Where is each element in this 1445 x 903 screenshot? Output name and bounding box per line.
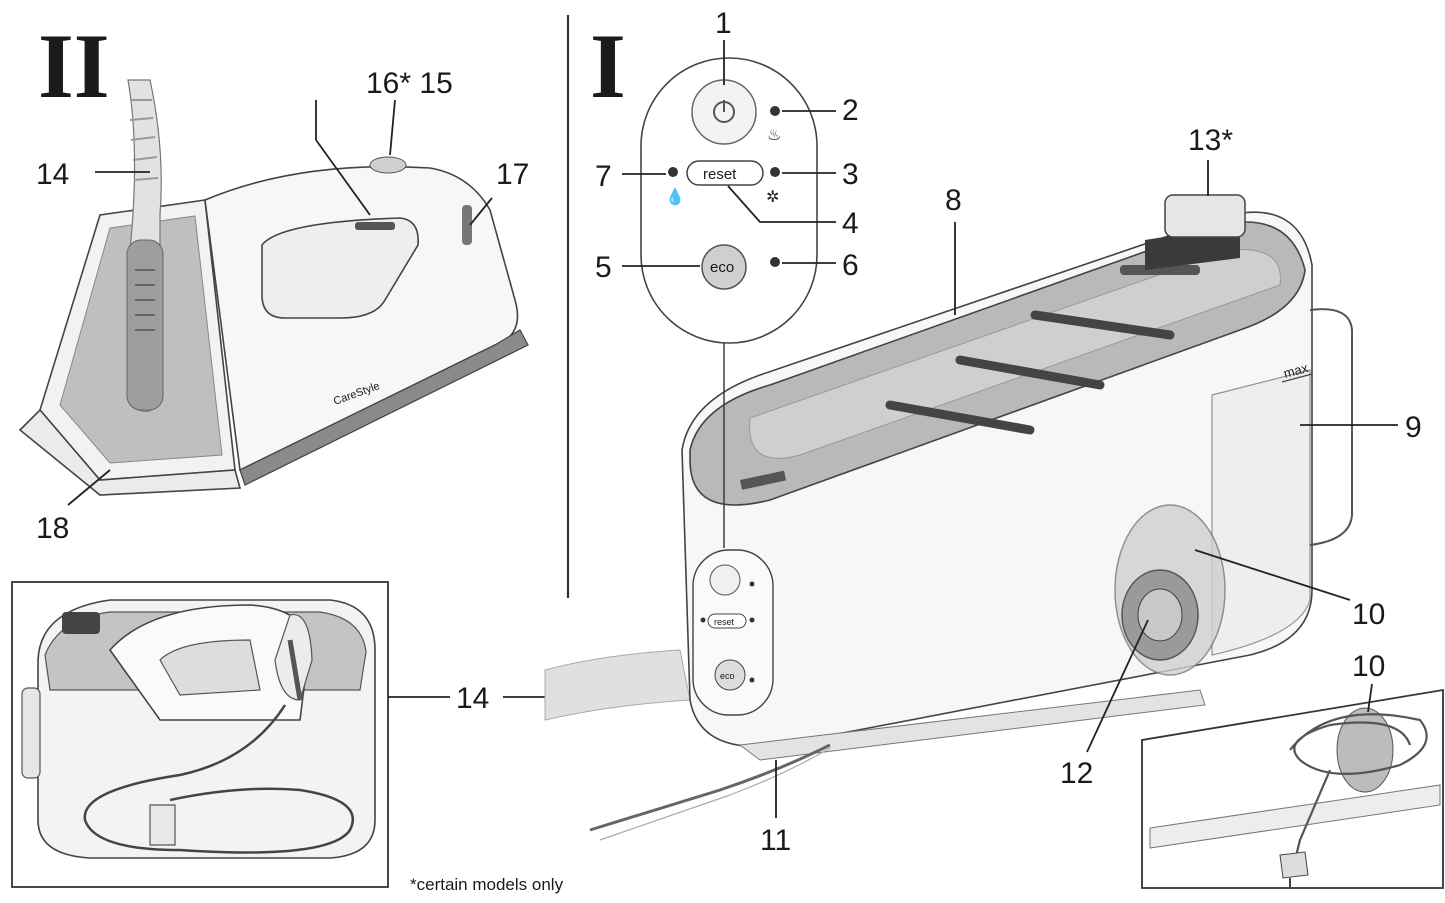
- callout-14-top: 14: [36, 158, 69, 191]
- callout-7: 7: [595, 160, 612, 193]
- callout-3: 3: [842, 158, 859, 191]
- control-panel-detail: reset eco ♨ 💧 ✲: [640, 57, 818, 548]
- inset-hose-coils: [287, 639, 303, 701]
- inset-iron-handle: [159, 639, 261, 696]
- iron-on-base-plate: CareStyle: [18, 79, 529, 496]
- section-numeral-ii: II: [38, 15, 110, 117]
- callout-9: 9: [1405, 411, 1422, 444]
- inset-plug: [1279, 851, 1309, 879]
- callout-17: 17: [496, 158, 529, 191]
- callout-14-bottom: 14: [456, 682, 489, 715]
- tank-max-line: [1281, 373, 1313, 383]
- mini-power-button: [709, 564, 741, 596]
- callout-18: 18: [36, 512, 69, 545]
- footnote-text: *certain models only: [410, 875, 564, 894]
- eco-button[interactable]: [701, 244, 747, 290]
- steam-ready-led: [770, 106, 780, 116]
- power-cord-shadow: [599, 747, 831, 841]
- eco-led: [770, 257, 780, 267]
- iron-soleplate: [239, 329, 529, 486]
- mini-control-panel: [692, 549, 774, 716]
- steam-trigger: [355, 222, 395, 230]
- anti-calc-led: [770, 167, 780, 177]
- mini-led-calc: [749, 617, 755, 623]
- power-cord: [589, 743, 831, 832]
- iron-lock-button: [1164, 194, 1246, 238]
- calc-icon: ✲: [766, 189, 779, 206]
- callout-12: 12: [1060, 757, 1093, 790]
- steam-icon: ♨: [767, 127, 781, 144]
- inset-cord-clip: [149, 804, 176, 846]
- steam-generator-base: max reset eco: [544, 194, 1353, 841]
- leader-10: [1194, 549, 1351, 601]
- rest-rib-3: [1030, 310, 1175, 340]
- callout-10-inset: 10: [1352, 650, 1385, 683]
- base-bottom: [738, 689, 1206, 761]
- callout-4: 4: [842, 207, 859, 240]
- inset-cord: [83, 704, 355, 854]
- callout-2: 2: [842, 94, 859, 127]
- inset-cord-detail: [1149, 707, 1441, 888]
- mini-led-water: [700, 617, 706, 623]
- leader-10b: [1367, 683, 1373, 713]
- iron-rest-edge: [18, 408, 242, 496]
- hose-texture: [129, 99, 159, 181]
- hose-sleeve: [126, 239, 164, 411]
- inset-lock: [62, 612, 100, 634]
- inset-stored-unit: [21, 599, 376, 859]
- rest-rib-1: [885, 400, 1035, 435]
- callout-5: 5: [595, 251, 612, 284]
- leader-17: [469, 197, 493, 226]
- mini-reset-button: [707, 613, 747, 629]
- callout-11: 11: [760, 824, 791, 857]
- callout-8: 8: [945, 184, 962, 217]
- inset-base-edge: [1149, 784, 1441, 849]
- water-tank: [1211, 369, 1311, 656]
- iron-side-button: [462, 205, 472, 245]
- reset-button[interactable]: [686, 160, 764, 186]
- hose-to-iron: [544, 649, 691, 721]
- callout-13: 13*: [1188, 124, 1233, 157]
- inset-wound-cord: [1289, 713, 1428, 775]
- rest-slot: [1120, 265, 1200, 275]
- leader-16-tail: [315, 139, 371, 216]
- rest-rib-2: [955, 355, 1105, 390]
- inset-cord-reel: [1336, 707, 1394, 793]
- callout-1: 1: [715, 7, 732, 40]
- callout-10: 10: [1352, 598, 1385, 631]
- iron-top-button: [369, 156, 407, 174]
- water-empty-led: [668, 167, 678, 177]
- hose-sleeve-ribs: [135, 269, 155, 331]
- panel-outline: [640, 57, 818, 344]
- leader-4: [727, 185, 836, 223]
- leader-15: [389, 99, 396, 156]
- leader-12: [1086, 619, 1149, 753]
- mini-reset-label: reset: [714, 617, 735, 627]
- mini-led-steam: [749, 581, 755, 587]
- water-drop-icon: 💧: [665, 187, 685, 206]
- mini-led-eco: [749, 677, 755, 683]
- iron-rest-area: [749, 248, 1281, 459]
- iron-handle-opening: [261, 217, 419, 319]
- inset-handle: [21, 687, 41, 779]
- section-numeral-i: I: [590, 15, 626, 117]
- callout-16-15: 16* 15: [366, 67, 453, 100]
- reset-label: reset: [703, 166, 737, 183]
- cord-reel-hub: [1137, 588, 1183, 642]
- base-brand-logo: [740, 470, 787, 490]
- eco-label: eco: [710, 259, 734, 276]
- tank-max-mark: max: [1282, 360, 1310, 381]
- callout-6: 6: [842, 249, 859, 282]
- tank-handle: [1309, 308, 1353, 546]
- mini-eco-label: eco: [720, 671, 735, 681]
- leader-18: [67, 469, 111, 506]
- mini-eco-button: [714, 659, 746, 691]
